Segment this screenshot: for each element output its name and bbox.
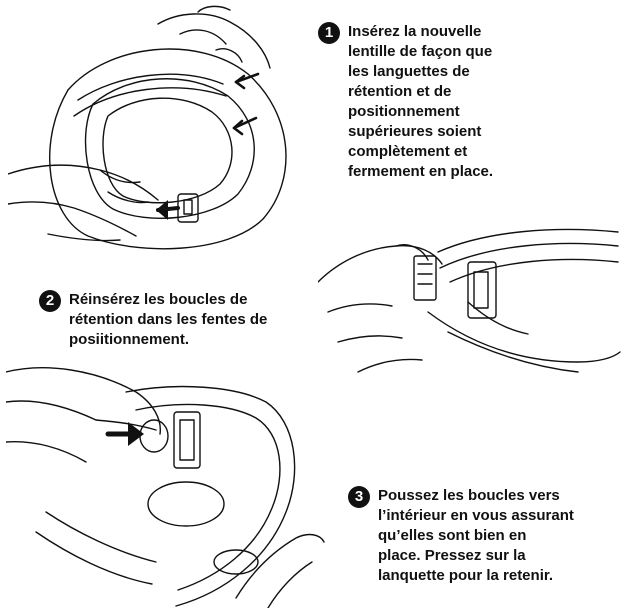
step-line: Insérez la nouvelle xyxy=(348,22,493,42)
step-line: les languettes de xyxy=(348,62,493,82)
step-instructions: Poussez les boucles vers l’intérieur en … xyxy=(378,486,574,586)
clip-push-illustration xyxy=(6,362,326,608)
step-line: Réinsérez les boucles de xyxy=(69,290,267,310)
clip-insertion-illustration xyxy=(318,212,623,382)
step-line: lanquette pour la retenir. xyxy=(378,566,574,586)
step-line: l’intérieur en vous assurant xyxy=(378,506,574,526)
step-line: place. Pressez sur la xyxy=(378,546,574,566)
step-instructions: Insérez la nouvelle lentille de façon qu… xyxy=(348,22,493,182)
lens-insertion-illustration xyxy=(8,4,308,262)
step-line: qu’elles sont bien en xyxy=(378,526,574,546)
step-1: 1 Insérez la nouvelle lentille de façon … xyxy=(318,22,493,182)
step-line: lentille de façon que xyxy=(348,42,493,62)
step-number-badge: 2 xyxy=(39,290,61,312)
step-3: 3 Poussez les boucles vers l’intérieur e… xyxy=(348,486,574,586)
step-number-badge: 1 xyxy=(318,22,340,44)
step-2: 2 Réinsérez les boucles de rétention dan… xyxy=(39,290,267,350)
step-number-badge: 3 xyxy=(348,486,370,508)
step-line: supérieures soient xyxy=(348,122,493,142)
step-line: positionnement xyxy=(348,102,493,122)
step-line: rétention dans les fentes de xyxy=(69,310,267,330)
step-line: Poussez les boucles vers xyxy=(378,486,574,506)
step-line: rétention et de xyxy=(348,82,493,102)
step-instructions: Réinsérez les boucles de rétention dans … xyxy=(69,290,267,350)
step-line: complètement et xyxy=(348,142,493,162)
step-line: fermement en place. xyxy=(348,162,493,182)
step-line: posiitionnement. xyxy=(69,330,267,350)
